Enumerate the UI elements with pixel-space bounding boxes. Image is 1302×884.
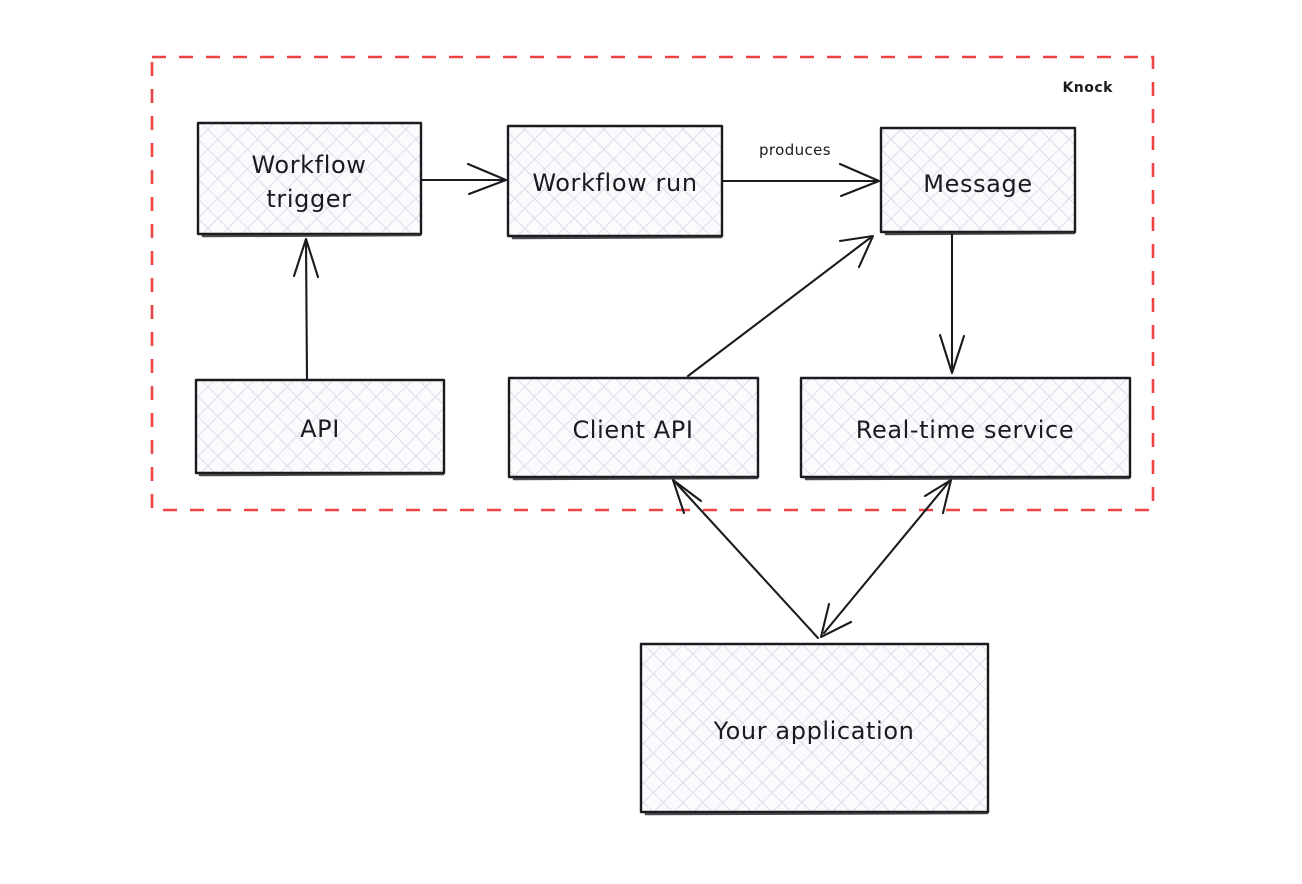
- edge-label-produces: produces: [759, 141, 831, 159]
- node-real-time-service[interactable]: Real-time service: [799, 376, 1132, 481]
- node-label-workflow-trigger-line2: trigger: [266, 185, 351, 213]
- node-label-your-application: Your application: [713, 717, 915, 745]
- node-message[interactable]: Message: [879, 126, 1077, 236]
- edge-api-to-workflow-trigger: [292, 237, 320, 382]
- arrowhead-icon: [466, 162, 508, 196]
- node-label-message: Message: [923, 170, 1032, 198]
- node-client-api[interactable]: Client API: [507, 376, 760, 481]
- edges-group: produces: [292, 141, 966, 640]
- node-label-client-api: Client API: [572, 416, 693, 444]
- arrowhead-icon: [671, 478, 703, 515]
- arrowhead-icon: [923, 478, 953, 515]
- knock-boundary-label: Knock: [1062, 80, 1113, 96]
- node-label-api: API: [300, 415, 340, 443]
- nodes-group: Workflow trigger Workflow run Message AP…: [194, 121, 1132, 816]
- edge-client-api-to-message: [686, 234, 875, 378]
- edge-your-application-to-client-api: [671, 478, 820, 640]
- node-workflow-trigger[interactable]: Workflow trigger: [196, 121, 423, 238]
- arrowhead-icon: [838, 162, 881, 198]
- knock-boundary-rect: [150, 55, 1155, 512]
- node-api[interactable]: API: [194, 378, 446, 477]
- arrowhead-icon: [838, 234, 875, 269]
- node-label-workflow-run: Workflow run: [532, 169, 697, 197]
- edge-real-time-service-to-your-application: [819, 478, 953, 639]
- knock-boundary-group: Knock: [150, 55, 1155, 512]
- arrowhead-icon: [938, 333, 966, 375]
- edge-message-to-real-time-service: [938, 232, 966, 375]
- node-label-real-time-service: Real-time service: [856, 416, 1074, 444]
- arrowhead-icon: [819, 602, 853, 639]
- edge-workflow-trigger-to-workflow-run: [419, 162, 508, 196]
- node-your-application[interactable]: Your application: [639, 642, 990, 816]
- arrowhead-icon: [292, 237, 320, 279]
- node-workflow-run[interactable]: Workflow run: [506, 124, 724, 240]
- node-label-workflow-trigger-line1: Workflow: [251, 151, 366, 179]
- edge-workflow-run-to-message: produces: [720, 141, 881, 198]
